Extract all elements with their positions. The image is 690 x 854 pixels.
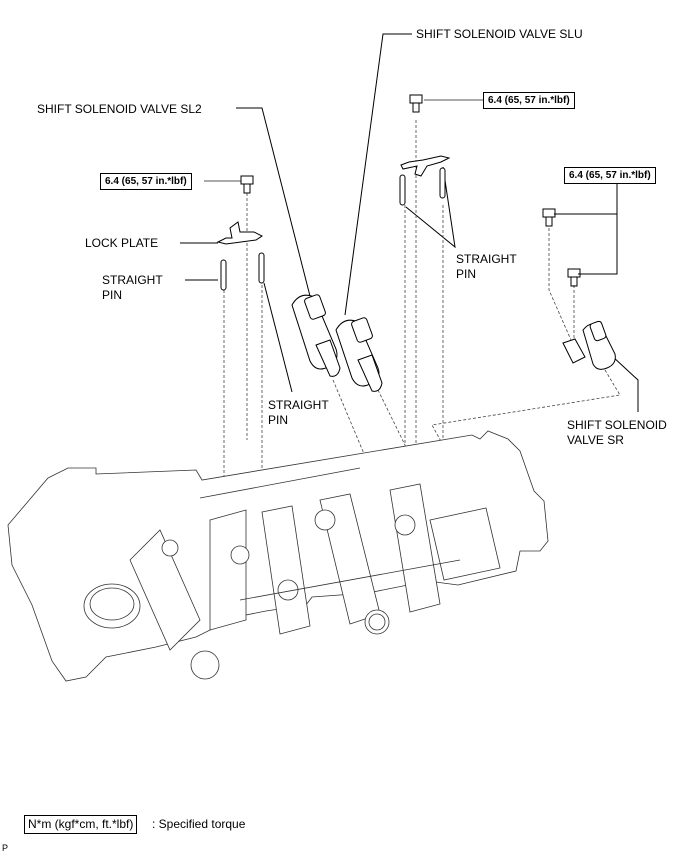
label-shift-solenoid-valve-sr: SHIFT SOLENOID VALVE SR	[567, 418, 667, 448]
label-straight-pin-right: STRAIGHT PIN	[456, 252, 517, 282]
label-line-2: VALVE SR	[567, 433, 624, 447]
bolt-center	[409, 94, 423, 113]
label-line-1: STRAIGHT	[268, 398, 329, 412]
pin-left	[220, 259, 227, 291]
label-line-2: PIN	[268, 413, 289, 427]
lock-plate-right	[400, 155, 451, 177]
leader-torque-right	[554, 183, 618, 275]
solenoid-slu	[335, 317, 383, 392]
valve-body	[7, 430, 549, 682]
label-line-1: STRAIGHT	[102, 273, 163, 287]
label-line-2: PIN	[102, 288, 123, 302]
torque-spec-right: 6.4 (65, 57 in.*lbf)	[564, 167, 656, 184]
label-straight-pin-left: STRAIGHT PIN	[102, 273, 163, 303]
bolt-right-lower	[567, 268, 581, 287]
leader-pin-right	[405, 166, 456, 249]
solenoid-sl2	[291, 294, 341, 377]
label-line-1: STRAIGHT	[456, 252, 517, 266]
label-line-1: SHIFT SOLENOID	[567, 418, 667, 432]
label-shift-solenoid-valve-slu: SHIFT SOLENOID VALVE SLU	[416, 27, 583, 41]
pin-right-b	[439, 167, 446, 199]
label-lock-plate: LOCK PLATE	[85, 236, 159, 250]
label-shift-solenoid-valve-sl2: SHIFT SOLENOID VALVE SL2	[37, 102, 202, 116]
leader-sr	[611, 355, 639, 412]
legend-description: : Specified torque	[152, 817, 246, 831]
bolt-right-upper	[542, 208, 556, 227]
torque-spec-center: 6.4 (65, 57 in.*lbf)	[483, 92, 575, 109]
solenoid-sr	[562, 320, 616, 370]
torque-spec-left: 6.4 (65, 57 in.*lbf)	[100, 173, 192, 190]
bolt-left	[240, 175, 254, 194]
label-straight-pin-mid: STRAIGHT PIN	[268, 398, 329, 428]
leader-sl2	[236, 107, 312, 301]
pin-mid	[258, 252, 265, 284]
figure-code: P	[2, 843, 9, 853]
legend-torque-unit: N*m (kgf*cm, ft.*lbf)	[24, 815, 138, 834]
label-line-2: PIN	[456, 267, 477, 281]
pin-right-a	[399, 174, 406, 206]
lock-plate-left	[216, 221, 263, 245]
leader-slu	[344, 33, 412, 316]
leader-pin-mid	[263, 282, 293, 393]
